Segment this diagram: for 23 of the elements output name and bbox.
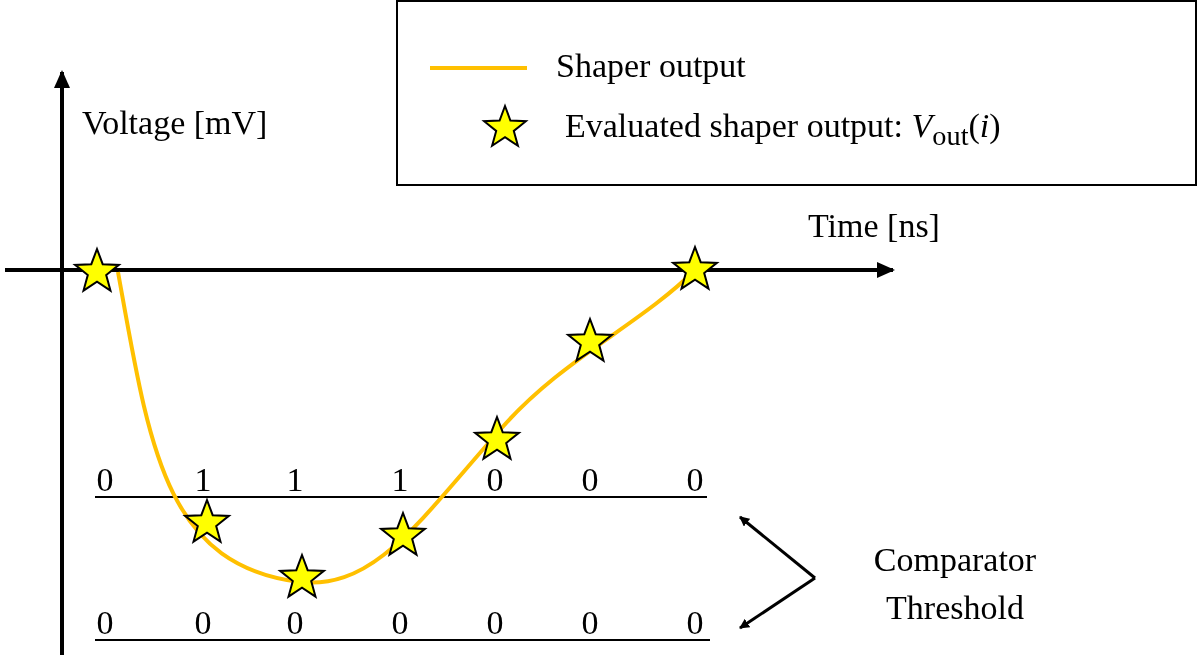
- bit-value: 1: [286, 461, 304, 499]
- legend-text: Evaluated shaper output: V$_{out}$(i): [565, 107, 1001, 153]
- legend-text: Shaper output: [556, 47, 746, 85]
- bit-value: 0: [194, 604, 212, 642]
- bit-value: 1: [194, 461, 212, 499]
- bit-value: 0: [686, 461, 704, 499]
- leader-arrow: [739, 576, 816, 630]
- threshold-line: [94, 496, 708, 498]
- bit-value: 0: [686, 604, 704, 642]
- axis-title: Time [ns]: [808, 207, 940, 245]
- axis-title: Voltage [mV]: [82, 104, 268, 142]
- bit-value: 0: [486, 604, 504, 642]
- bit-value: 0: [286, 604, 304, 642]
- bit-value: 0: [96, 604, 114, 642]
- bit-value: 0: [581, 604, 599, 642]
- bit-value: 0: [486, 461, 504, 499]
- threshold-line: [94, 639, 711, 641]
- annotation-text: Comparator Threshold: [855, 536, 1055, 632]
- bit-value: 0: [391, 604, 409, 642]
- leader-arrow: [739, 515, 816, 580]
- bit-value: 0: [581, 461, 599, 499]
- bit-value: 1: [391, 461, 409, 499]
- bit-value: 0: [96, 461, 114, 499]
